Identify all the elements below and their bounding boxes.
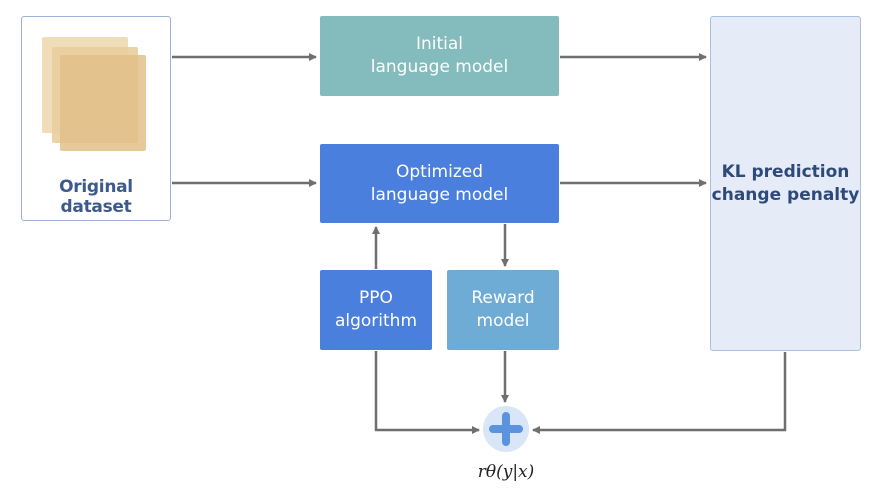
- original-dataset-label: Original dataset: [59, 177, 133, 217]
- ppo-algorithm-box: PPO algorithm: [320, 270, 432, 350]
- optimized-language-model-box: Optimized language model: [320, 144, 559, 223]
- document-stack-icon-layer: [60, 55, 146, 151]
- reward-model-label: Reward model: [471, 288, 535, 331]
- kl-penalty-label: KL prediction change penalty: [711, 161, 860, 205]
- initial-language-model-label: Initial language model: [370, 34, 509, 77]
- arrow-ppo-to-sum: [374, 351, 480, 434]
- plus-icon-vertical: [502, 412, 510, 446]
- sum-node: [483, 406, 529, 452]
- reward-model-box: Reward model: [447, 270, 559, 350]
- kl-penalty-box: KL prediction change penalty: [710, 16, 861, 351]
- optimized-language-model-label: Optimized language model: [370, 161, 509, 205]
- ppo-algorithm-label: PPO algorithm: [334, 288, 418, 331]
- reward-output-label: rθ(y|x): [477, 462, 535, 482]
- initial-language-model-box: Initial language model: [320, 16, 559, 96]
- arrow-kl-to-sum: [532, 352, 787, 434]
- original-dataset-box: Original dataset: [21, 16, 171, 221]
